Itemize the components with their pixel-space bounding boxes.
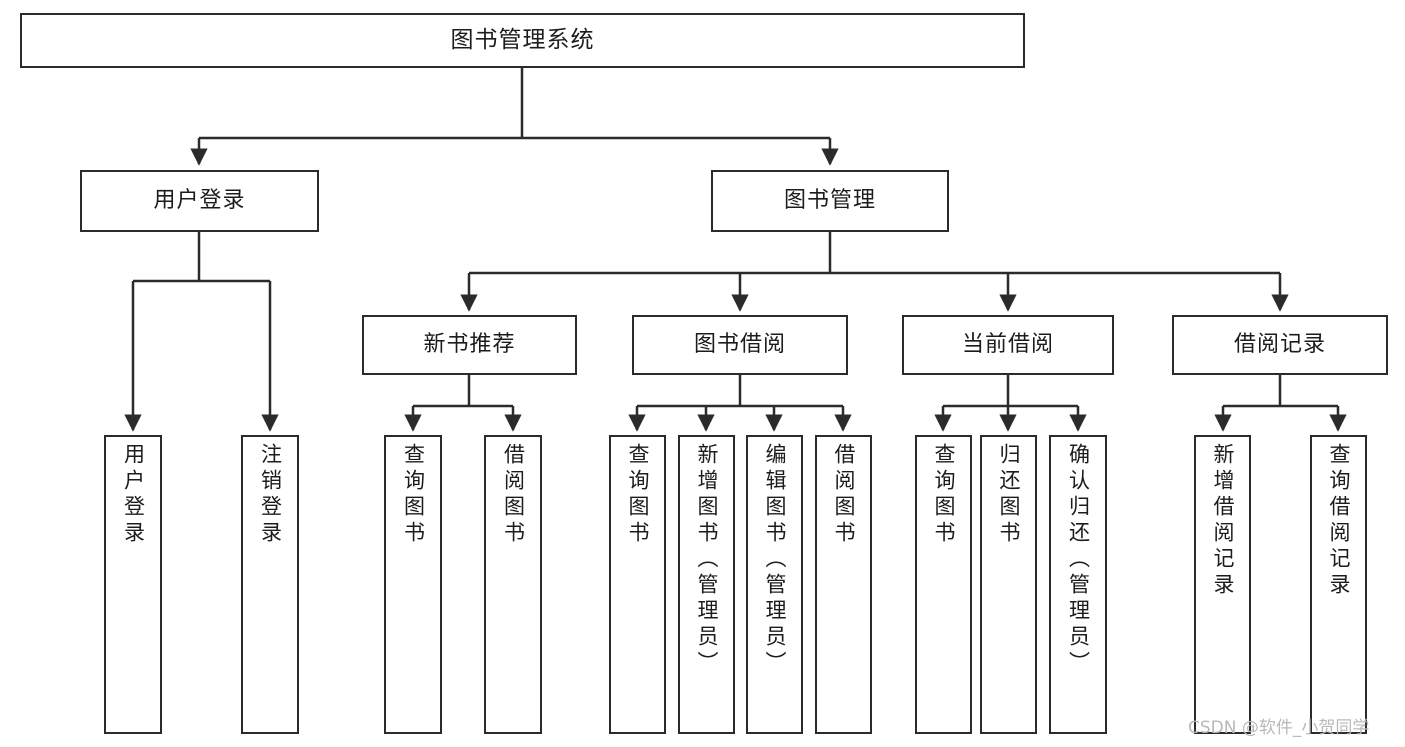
node-leaf-record-query[interactable]: 查询借阅记录 (1310, 435, 1367, 734)
node-leaf-logout[interactable]: 注销登录 (241, 435, 299, 734)
node-leaf-logout-label: 注销登录 (258, 443, 283, 547)
node-leaf-newbook-query-book[interactable]: 查询图书 (384, 435, 442, 734)
node-book-manage-label: 图书管理 (783, 188, 876, 214)
node-user-login[interactable]: 用户登录 (80, 170, 319, 232)
node-leaf-newbook-borrow-book[interactable]: 借阅图书 (484, 435, 542, 734)
node-leaf-current-return-book[interactable]: 归还图书 (980, 435, 1037, 734)
node-leaf-borrow-add-book[interactable]: 新增图书（管理员） (678, 435, 735, 734)
node-leaf-borrow-edit-book-label: 编辑图书（管理员） (763, 443, 788, 677)
node-leaf-borrow-edit-book[interactable]: 编辑图书（管理员） (746, 435, 803, 734)
node-leaf-current-confirm-return-label: 确认归还（管理员） (1066, 443, 1091, 677)
node-leaf-current-confirm-return[interactable]: 确认归还（管理员） (1049, 435, 1107, 734)
node-user-login-label: 用户登录 (153, 188, 246, 214)
node-leaf-borrow-query-book-label: 查询图书 (626, 443, 651, 547)
node-leaf-borrow-add-book-label: 新增图书（管理员） (695, 443, 720, 677)
node-leaf-borrow-lend-book[interactable]: 借阅图书 (815, 435, 872, 734)
node-leaf-newbook-borrow-book-label: 借阅图书 (501, 443, 526, 547)
node-book-borrow[interactable]: 图书借阅 (632, 315, 848, 375)
node-leaf-current-query-book[interactable]: 查询图书 (915, 435, 972, 734)
node-leaf-borrow-query-book[interactable]: 查询图书 (609, 435, 666, 734)
node-leaf-newbook-query-book-label: 查询图书 (401, 443, 426, 547)
node-leaf-record-add-label: 新增借阅记录 (1211, 443, 1236, 599)
csdn-watermark: CSDN @软件_小贺同学 (1188, 718, 1370, 738)
node-root-system[interactable]: 图书管理系统 (20, 13, 1025, 68)
node-leaf-current-return-book-label: 归还图书 (997, 443, 1022, 547)
node-current-borrow-label: 当前借阅 (961, 332, 1054, 358)
node-new-book-recommend-label: 新书推荐 (423, 332, 516, 358)
node-leaf-record-query-label: 查询借阅记录 (1327, 443, 1352, 599)
node-leaf-user-login-label: 用户登录 (121, 443, 146, 547)
node-borrow-record-label: 借阅记录 (1233, 332, 1326, 358)
node-book-borrow-label: 图书借阅 (693, 332, 786, 358)
node-leaf-borrow-lend-book-label: 借阅图书 (832, 443, 857, 547)
node-leaf-record-add[interactable]: 新增借阅记录 (1194, 435, 1251, 734)
node-borrow-record[interactable]: 借阅记录 (1172, 315, 1388, 375)
node-new-book-recommend[interactable]: 新书推荐 (362, 315, 577, 375)
node-root-system-label: 图书管理系统 (450, 27, 595, 54)
node-current-borrow[interactable]: 当前借阅 (902, 315, 1114, 375)
node-leaf-user-login[interactable]: 用户登录 (104, 435, 162, 734)
node-leaf-current-query-book-label: 查询图书 (932, 443, 957, 547)
node-book-manage[interactable]: 图书管理 (711, 170, 949, 232)
